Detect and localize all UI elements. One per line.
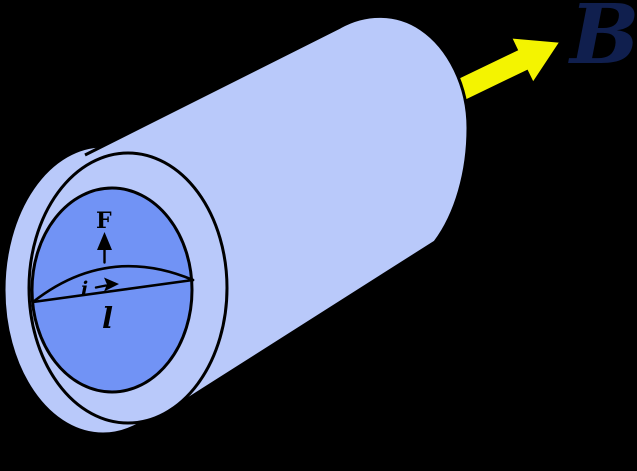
current-label: i <box>81 278 88 300</box>
tube-body <box>85 16 468 411</box>
wire-chord <box>31 278 195 304</box>
length-label: l <box>102 301 113 335</box>
field-direction-arrow-icon <box>443 36 562 107</box>
wire-arc <box>31 264 195 304</box>
current-arrow-shaft <box>94 284 108 289</box>
force-label: F <box>96 208 112 234</box>
force-arrow-icon <box>97 232 112 250</box>
current-arrow-icon <box>104 277 119 292</box>
field-label: B <box>568 0 637 83</box>
tube-body-outline <box>84 14 470 413</box>
